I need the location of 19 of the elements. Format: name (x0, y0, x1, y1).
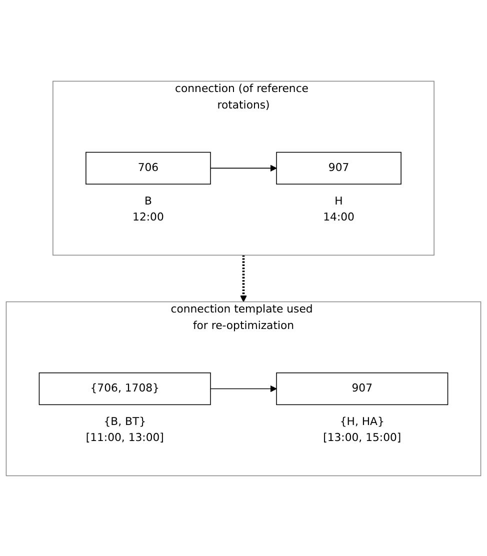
beside-label: 14:00 (323, 210, 354, 226)
beside-label: [11:00, 13:00] (86, 430, 164, 446)
node-label: 706 (136, 160, 160, 176)
node-box (38, 372, 211, 405)
node-box (276, 151, 402, 184)
node-label: 907 (350, 380, 374, 396)
beside-label: 12:00 (132, 210, 164, 226)
arrow (210, 384, 277, 392)
arrow (210, 164, 277, 172)
beside-label: H (334, 194, 344, 209)
node-label: 907 (327, 160, 350, 176)
beside-label: {B, BT} (102, 414, 148, 430)
beside-label: B (144, 194, 153, 209)
beside-label: [13:00, 15:00] (323, 430, 402, 446)
node-box (86, 151, 211, 184)
node-label: {706, 1708} (89, 380, 160, 396)
arrow (240, 254, 247, 302)
beside-label: {H, HA} (338, 414, 386, 430)
node-box (276, 372, 448, 405)
